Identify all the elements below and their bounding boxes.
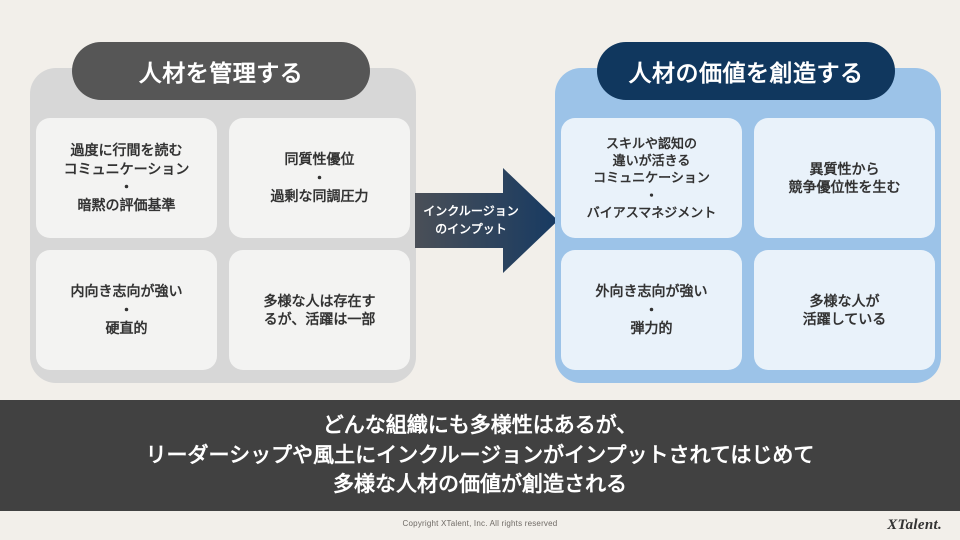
right-card-3-text: 外向き志向が強い ・ 弾力的 xyxy=(595,283,708,337)
right-card-2-text: 異質性から 競争優位性を生む xyxy=(788,160,901,195)
right-card-4-text: 多様な人が 活躍している xyxy=(802,292,887,327)
right-card-1: スキルや認知の 違いが活きる コミュニケーション ・ バイアスマネジメント xyxy=(561,118,742,238)
right-arrow-icon xyxy=(415,168,558,273)
right-card-2: 異質性から 競争優位性を生む xyxy=(754,118,935,238)
left-card-1-text: 過度に行間を読む コミュニケーション ・ 暗黙の評価基準 xyxy=(63,142,190,214)
left-card-3-text: 内向き志向が強い ・ 硬直的 xyxy=(70,283,183,337)
left-card-4-text: 多様な人は存在す るが、活躍は一部 xyxy=(263,292,376,327)
summary-banner: どんな組織にも多様性はあるが、 リーダーシップや風土にインクルージョンがインプッ… xyxy=(0,400,960,511)
right-card-4: 多様な人が 活躍している xyxy=(754,250,935,370)
left-panel-card-grid: 過度に行間を読む コミュニケーション ・ 暗黙の評価基準 同質性優位 ・ 過剰な… xyxy=(36,118,410,370)
left-card-3: 内向き志向が強い ・ 硬直的 xyxy=(36,250,217,370)
slide-footer: Copyright XTalent, Inc. All rights reser… xyxy=(0,511,960,540)
left-panel-header-label: 人材を管理する xyxy=(138,60,304,86)
summary-banner-line-1: どんな組織にも多様性はあるが、 xyxy=(322,413,638,437)
copyright-text: Copyright XTalent, Inc. All rights reser… xyxy=(402,519,558,528)
summary-banner-line-3: 多様な人材の価値が創造される xyxy=(333,473,627,497)
summary-banner-line-2: リーダーシップや風土にインクルージョンがインプットされてはじめて xyxy=(145,443,815,467)
inclusion-input-arrow: インクルージョン のインプット xyxy=(415,168,558,273)
left-card-2-text: 同質性優位 ・ 過剰な同調圧力 xyxy=(270,151,369,205)
left-card-1: 過度に行間を読む コミュニケーション ・ 暗黙の評価基準 xyxy=(36,118,217,238)
right-panel-card-grid: スキルや認知の 違いが活きる コミュニケーション ・ バイアスマネジメント 異質… xyxy=(561,118,935,370)
left-card-4: 多様な人は存在す るが、活躍は一部 xyxy=(229,250,410,370)
left-card-2: 同質性優位 ・ 過剰な同調圧力 xyxy=(229,118,410,238)
right-card-3: 外向き志向が強い ・ 弾力的 xyxy=(561,250,742,370)
left-panel-header-pill: 人材を管理する xyxy=(72,42,370,100)
right-panel-header-label: 人材の価値を創造する xyxy=(628,60,864,86)
xtalent-logo: XTalent. xyxy=(887,517,942,533)
right-card-1-text: スキルや認知の 違いが活きる コミュニケーション ・ バイアスマネジメント xyxy=(586,136,717,220)
right-panel-header-pill: 人材の価値を創造する xyxy=(597,42,895,100)
